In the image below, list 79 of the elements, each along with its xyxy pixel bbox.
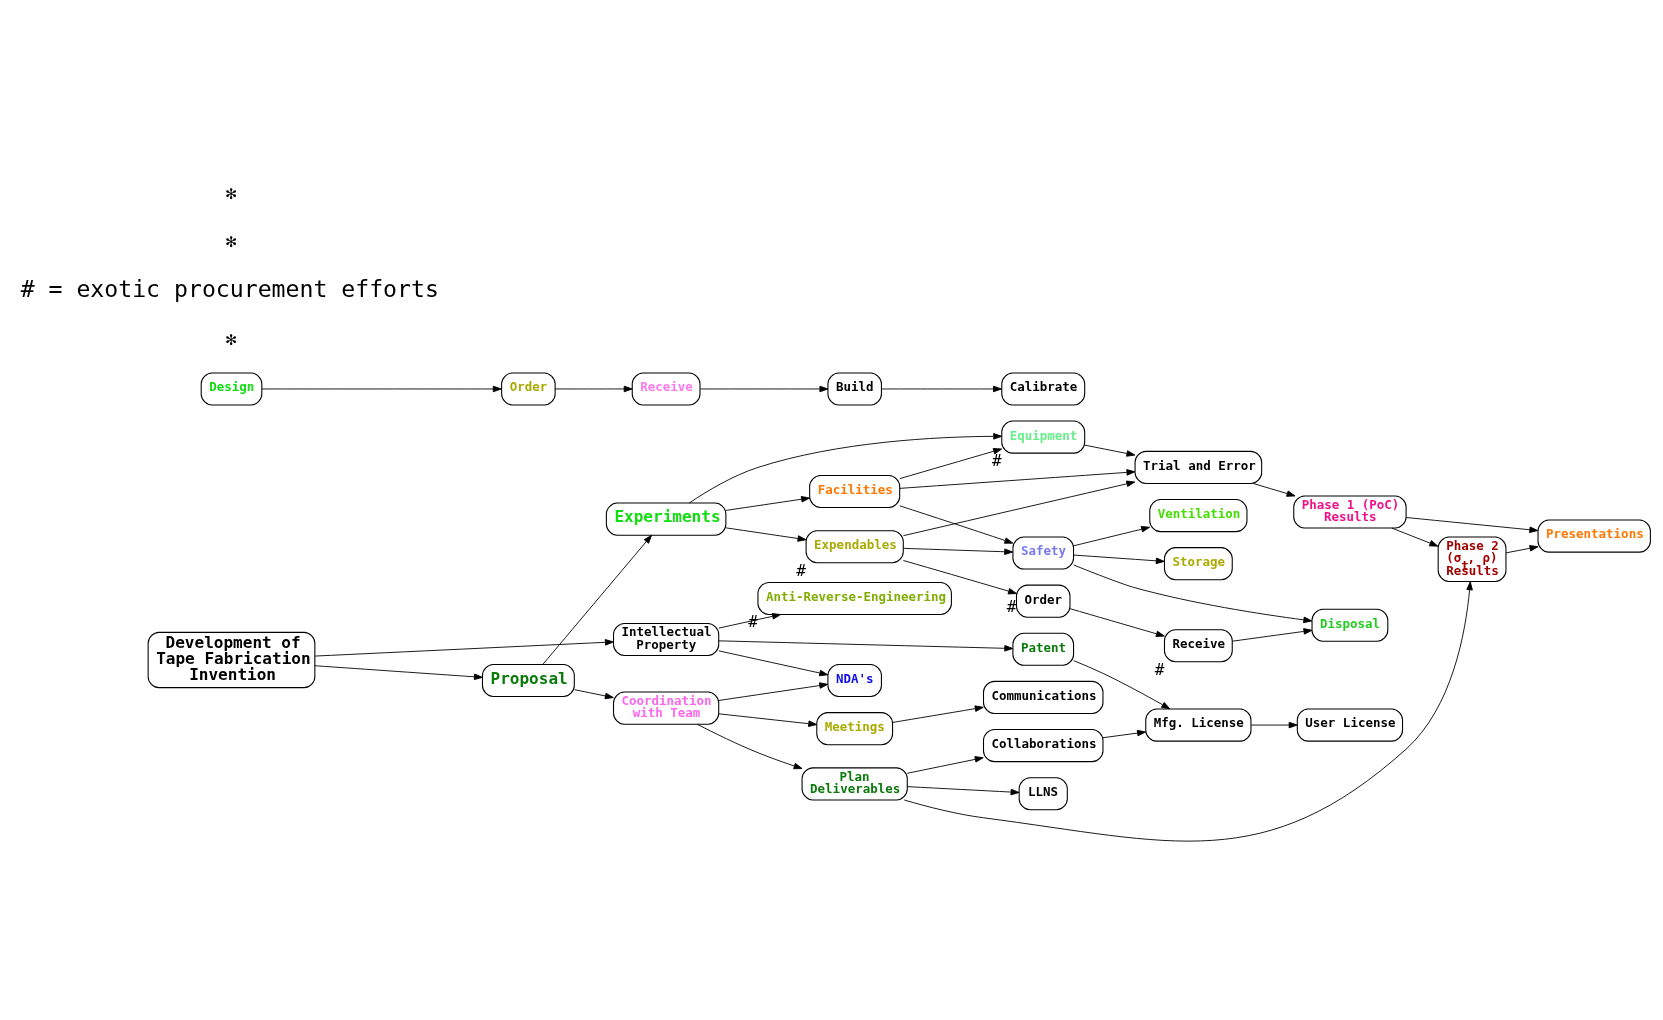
arrow [1069,608,1165,637]
arrow [1073,660,1171,710]
node-label: # [1154,659,1165,679]
arrow [1505,545,1539,554]
arrow [314,639,614,657]
arrow [699,385,829,393]
node-box: LLNS [1018,777,1068,811]
node-label: # [796,560,806,580]
node-box: User License [1296,708,1404,742]
arrow [1252,483,1296,497]
label: ✻ [225,182,237,204]
node-label: # [1006,597,1017,617]
node-box: Patent [1012,632,1075,666]
arrow [718,650,829,677]
node-box: Disposal [1311,608,1389,642]
node-box: Order [501,372,556,406]
label: # = exotic procurement efforts [20,275,439,303]
node-box: Proposal [481,663,575,698]
arrow [718,713,818,727]
node-box: NDA's [827,663,882,698]
arrow [725,527,807,542]
arrow [903,547,1014,555]
arrow [314,665,483,681]
arrow [718,682,829,701]
node-box: Development of Tape Fabrication Invention [147,631,316,689]
arrow [906,756,984,774]
arrow [725,496,811,511]
arrow [903,480,1136,537]
node-box: Anti-Reverse-Engineering [757,581,952,616]
node-box: Storage [1163,547,1233,581]
arrow [542,534,652,665]
node-box: Equipment [1001,420,1086,454]
node-box: Safety [1012,536,1075,570]
arrow [1102,729,1146,739]
node-box: Build [827,372,882,406]
node-box: Design [200,372,263,406]
arrow [1084,444,1136,457]
node-box: Experiments [605,502,727,536]
node-box: Trial and Error [1134,450,1263,484]
arrow [899,469,1136,489]
node-box: Calibrate [1001,372,1086,406]
arrow [1405,517,1539,533]
arrow [1073,526,1151,547]
node-box: Communications [982,680,1104,714]
node-box: Plan Deliverables [801,767,908,801]
arrow [688,433,1003,504]
node-box: Collaborations [982,729,1104,763]
arrow [1073,564,1313,624]
arrow [903,581,1473,842]
arrow [899,448,1003,480]
arrow [1073,554,1165,565]
node-box: Coordination with Team [613,691,720,725]
arrow [906,786,1020,796]
node-box: Receive [631,372,701,406]
node-box: Presentations [1537,519,1651,553]
arrow [1250,721,1298,729]
arrow [718,640,1014,652]
arrow [881,385,1002,393]
arrow [899,505,1014,544]
arrow [902,560,1017,595]
node-label: # [991,450,1002,470]
arrow [1232,628,1313,642]
arrow [892,705,984,723]
node-box: Meetings [816,712,894,746]
label: ✻ [225,230,237,252]
node-box: Phase 1 (PoC) Results [1293,495,1407,529]
arrow [554,385,633,393]
arrow [696,723,803,770]
label: ✻ [225,328,237,350]
node-box: Intellectual Property [613,622,720,657]
node-box: Order [1015,584,1071,618]
arrow [1391,527,1439,547]
node-box: Facilities [809,474,901,509]
arrow [574,689,614,700]
node-box: Ventilation [1149,499,1248,533]
arrow [261,385,502,393]
node-box: Mfg. License [1145,708,1252,742]
node-box: Receive [1163,629,1233,663]
node-box: Expendables [805,530,904,564]
